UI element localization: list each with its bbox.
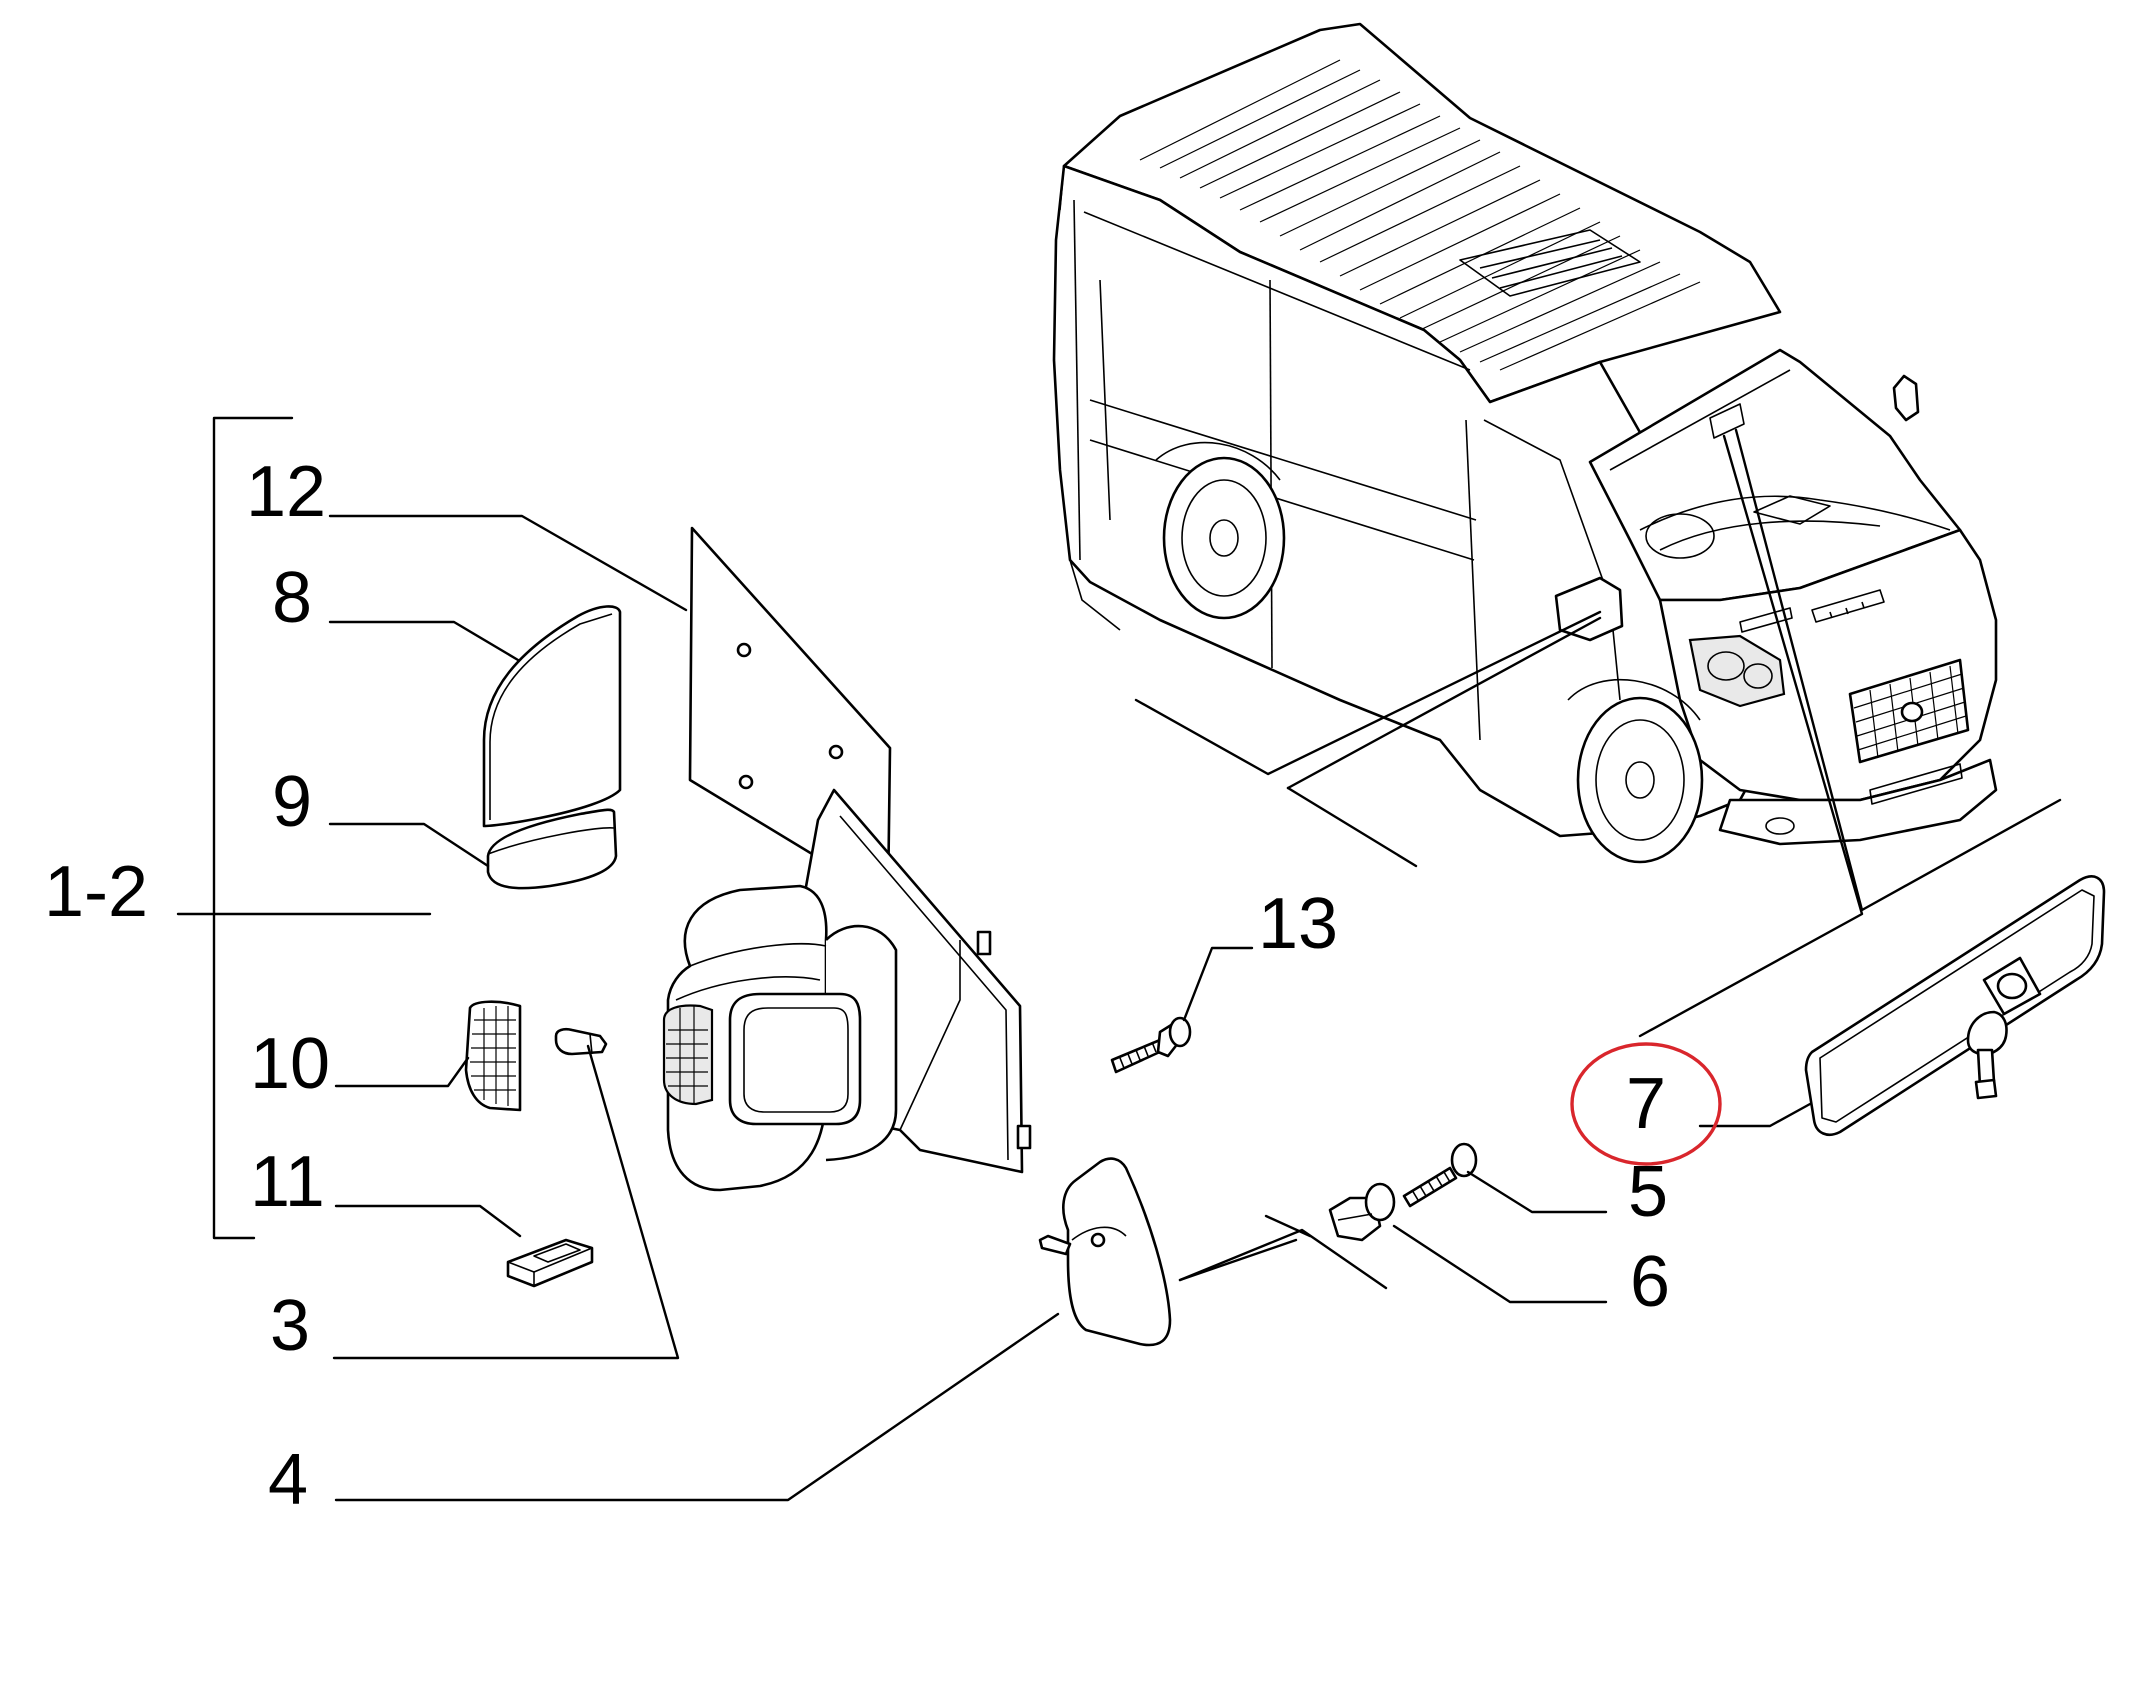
callout-7: 7	[1626, 1064, 1667, 1144]
part-10-indicator-lens	[464, 1000, 522, 1112]
part-5-screw	[1402, 1142, 1478, 1208]
mirror-housing	[662, 788, 1032, 1192]
leader-lines	[328, 514, 1812, 1502]
highlight-circle	[1570, 1042, 1722, 1166]
part-11-block	[506, 1238, 594, 1288]
callout-13: 13	[1258, 884, 1339, 964]
callout-3: 3	[270, 1286, 311, 1366]
part-7-interior-mirror	[1804, 875, 2106, 1136]
part-8-upper-glass	[482, 605, 622, 828]
callout-10: 10	[250, 1024, 331, 1104]
assembly-bracket	[176, 416, 432, 1240]
callout-5: 5	[1628, 1152, 1669, 1232]
part-13-bolt	[1110, 1016, 1192, 1074]
part-6-clip	[1328, 1182, 1396, 1242]
callout-8: 8	[272, 558, 313, 638]
van-pointer-lines	[1134, 428, 2062, 1038]
part-3-bulb	[554, 1027, 608, 1056]
callout-11: 11	[250, 1142, 325, 1222]
part-9-lower-glass	[486, 808, 618, 890]
callout-9: 9	[272, 762, 313, 842]
callout-6: 6	[1630, 1242, 1671, 1322]
callout-12: 12	[246, 452, 327, 532]
callout-1-2: 1-2	[44, 852, 149, 932]
van-illustration	[1052, 22, 1998, 864]
callout-4: 4	[268, 1440, 309, 1520]
part-4-cover	[1038, 1157, 1172, 1347]
